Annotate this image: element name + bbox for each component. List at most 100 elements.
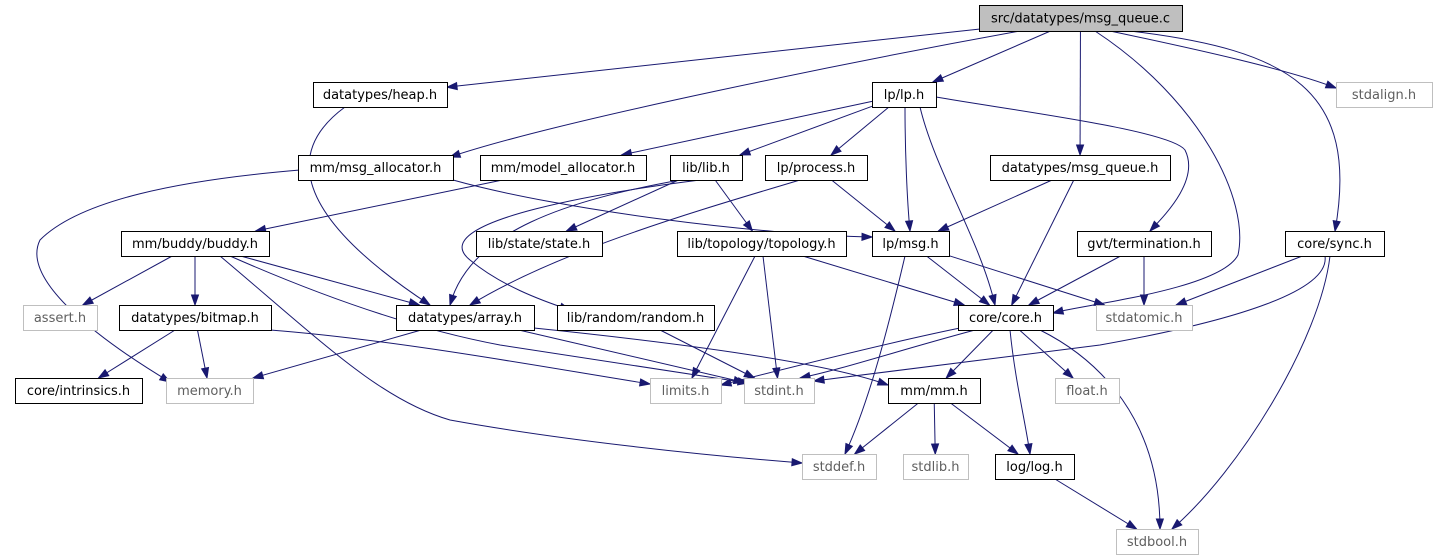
edge-line — [252, 329, 422, 379]
edge-line — [461, 179, 701, 311]
node-stdlib-h: stdlib.h — [903, 454, 969, 480]
node-stdatomic-h: stdatomic.h — [1096, 305, 1193, 331]
node-mm-buddy-buddy-h[interactable]: mm/buddy/buddy.h — [121, 231, 270, 257]
node-core-core-h[interactable]: core/core.h — [958, 305, 1054, 331]
edge-arrowhead — [1324, 80, 1338, 89]
edge-arrowhead — [1007, 444, 1020, 455]
edge-line — [1009, 329, 1031, 455]
edge-line — [762, 255, 779, 379]
node-label: datatypes/array.h — [408, 311, 522, 326]
edge-line — [269, 329, 651, 385]
edge-line — [1019, 329, 1074, 379]
edge-src_datatypes_msg_queue_c-to-lp_lp_h — [931, 30, 1051, 83]
edge-arrowhead — [418, 295, 432, 306]
edge-arrowhead — [988, 293, 997, 307]
edge-arrowhead — [930, 443, 940, 456]
node-limits-h: limits.h — [650, 378, 722, 404]
node-box — [670, 155, 743, 181]
node-lib-state-state-h[interactable]: lib/state/state.h — [476, 231, 603, 257]
edge-lp_process_h-to-datatypes_array_h — [468, 179, 801, 306]
edge-line — [948, 255, 1105, 306]
node-label: mm/buddy/buddy.h — [132, 237, 258, 252]
node-lp-msg-h[interactable]: lp/msg.h — [872, 231, 950, 257]
node-lp-lp-h[interactable]: lp/lp.h — [872, 82, 937, 108]
edge-arrowhead — [251, 371, 265, 380]
edge-mm_buddy_buddy_h-to-stddef_h — [219, 255, 804, 467]
edge-datatypes_heap_h-to-datatypes_array_h — [308, 106, 432, 306]
edge-line — [659, 329, 755, 379]
edge-line — [518, 329, 745, 383]
edge-datatypes_array_h-to-stdint_h — [518, 329, 746, 385]
edge-lp_lp_h-to-core_core_h — [919, 106, 997, 307]
node-box — [121, 231, 270, 257]
edge-line — [469, 179, 801, 306]
node-lp-process-h[interactable]: lp/process.h — [765, 155, 868, 181]
edge-arrowhead — [884, 221, 897, 232]
edge-line — [932, 30, 1051, 83]
edge-lp_msg_h-to-stddef_h — [844, 255, 906, 456]
node-gvt-termination-h[interactable]: gvt/termination.h — [1077, 231, 1212, 257]
node-lib-random-random-h[interactable]: lib/random/random.h — [557, 305, 715, 331]
node-lib-topology-topology-h[interactable]: lib/topology/topology.h — [677, 231, 847, 257]
node-core-intrinsics-h[interactable]: core/intrinsics.h — [15, 378, 143, 404]
edge-datatypes_msg_queue_h-to-core_core_h — [1011, 179, 1075, 307]
edge-line — [446, 28, 980, 88]
edge-line — [919, 106, 996, 306]
node-mm-msg-allocator-h[interactable]: mm/msg_allocator.h — [298, 155, 454, 181]
node-box — [557, 305, 715, 331]
edge-arrowhead — [638, 378, 652, 387]
edge-arrowhead — [931, 73, 945, 83]
node-log-log-h[interactable]: log/log.h — [995, 454, 1075, 480]
node-box — [480, 155, 647, 181]
edge-arrowhead — [945, 367, 957, 380]
node-datatypes-heap-h[interactable]: datatypes/heap.h — [313, 82, 448, 108]
edge-core_sync_h-to-stdbool_h — [1170, 255, 1331, 531]
node-box — [15, 378, 143, 404]
edge-core_sync_h-to-stdint_h — [812, 255, 1326, 384]
node-mm-model-allocator-h[interactable]: mm/model_allocator.h — [480, 155, 647, 181]
edge-arrowhead — [1024, 442, 1033, 456]
edge-arrowhead — [1062, 367, 1075, 380]
edge-lp_process_h-to-lp_msg_h — [831, 179, 897, 232]
edge-arrowhead — [772, 367, 781, 380]
edge-src_datatypes_msg_queue_c-to-stdalign_h — [1109, 30, 1338, 89]
edge-core_core_h-to-stdbool_h — [1039, 329, 1165, 531]
node-datatypes-msg-queue-h[interactable]: datatypes/msg_queue.h — [990, 155, 1171, 181]
node-label: lib/lib.h — [682, 161, 730, 176]
node-box — [888, 378, 981, 404]
edge-mm_buddy_buddy_h-to-assert_h — [81, 255, 173, 306]
edge-arrowhead — [1155, 518, 1165, 531]
edge-datatypes_bitmap_h-to-core_intrinsics_h — [97, 329, 176, 379]
edge-arrowhead — [81, 296, 95, 306]
node-datatypes-bitmap-h[interactable]: datatypes/bitmap.h — [119, 305, 272, 331]
edge-arrowhead — [1093, 297, 1107, 306]
edge-arrowhead — [844, 442, 854, 456]
edge-line — [1039, 329, 1161, 530]
edge-lp_lp_h-to-lp_process_h — [829, 106, 890, 156]
node-lib-lib-h[interactable]: lib/lib.h — [670, 155, 743, 181]
edge-line — [1052, 30, 1241, 314]
edge-datatypes_array_h-to-mm_mm_h — [533, 327, 890, 386]
node-datatypes-array-h[interactable]: datatypes/array.h — [396, 305, 535, 331]
node-float-h: float.h — [1055, 378, 1120, 404]
edge-line — [36, 169, 301, 383]
node-core-sync-h[interactable]: core/sync.h — [1285, 231, 1385, 257]
edge-gvt_termination_h-to-core_core_h — [1027, 255, 1121, 306]
node-mm-mm-h[interactable]: mm/mm.h — [888, 378, 981, 404]
edge-arrowhead — [408, 298, 421, 307]
node-box — [313, 82, 448, 108]
edge-line — [308, 106, 431, 306]
edge-arrowhead — [445, 81, 458, 91]
node-label: lp/process.h — [777, 161, 856, 176]
edge-arrowhead — [978, 295, 991, 306]
node-label: src/datatypes/msg_queue.c — [991, 12, 1170, 27]
edge-src_datatypes_msg_queue_c-to-datatypes_msg_queue_h — [1075, 30, 1085, 157]
edge-line — [1054, 478, 1137, 530]
node-box — [119, 305, 272, 331]
edge-arrowhead — [719, 378, 733, 387]
edge-line — [739, 105, 873, 156]
node-label: datatypes/bitmap.h — [131, 311, 259, 326]
nodes-layer: src/datatypes/msg_queue.c datatypes/heap.… — [15, 5, 1433, 555]
node-label: lib/state/state.h — [488, 237, 590, 252]
edge-line — [813, 255, 1326, 382]
